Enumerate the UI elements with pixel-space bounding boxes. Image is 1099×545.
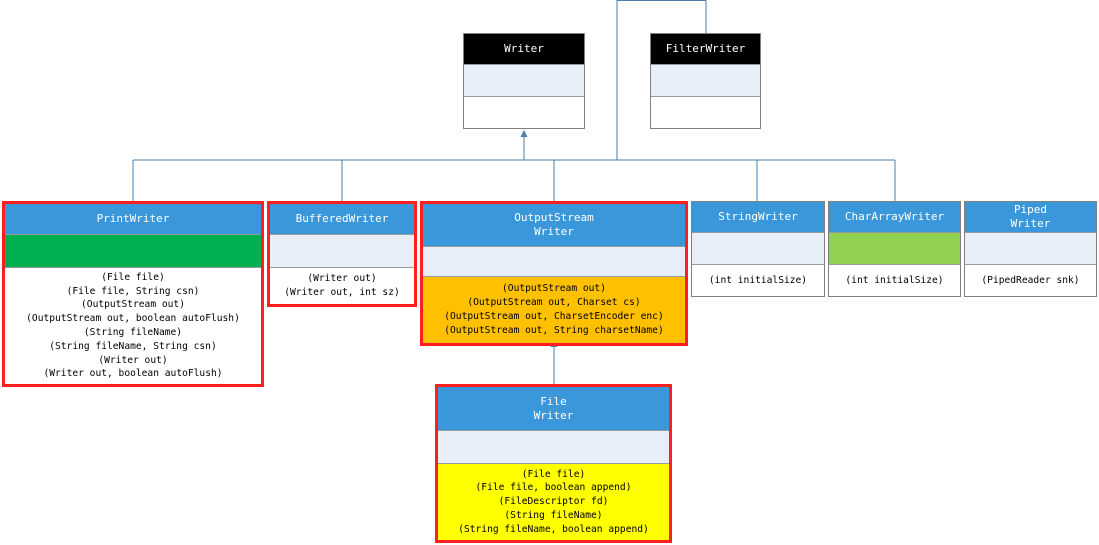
pipedwriter-class-name: Piped Writer bbox=[965, 202, 1096, 233]
constructor-signature: (String fileName) bbox=[504, 509, 603, 521]
constructor-signature: (PipedReader snk) bbox=[981, 274, 1080, 286]
constructor-signature: (OutputStream out, CharsetEncoder enc) bbox=[444, 311, 664, 322]
constructor-signature: (File file, boolean append) bbox=[475, 482, 632, 494]
outputstreamwriter-attributes bbox=[423, 247, 685, 277]
printwriter-class: PrintWriter (File file) (File file, Stri… bbox=[2, 201, 264, 387]
filterwriter-class: FilterWriter bbox=[650, 33, 761, 129]
constructor-signature: (String fileName, boolean append) bbox=[458, 523, 649, 535]
constructor-signature: (OutputStream out) bbox=[81, 299, 185, 311]
constructor-signature: (int initialSize) bbox=[708, 274, 808, 286]
constructor-signature: (String fileName, String csn) bbox=[49, 340, 217, 352]
chararraywriter-class-name: CharArrayWriter bbox=[829, 202, 960, 233]
writer-class: Writer bbox=[463, 33, 585, 129]
writer-attributes bbox=[464, 65, 584, 97]
constructor-signature: (Writer out) bbox=[98, 354, 168, 366]
stringwriter-class-name: StringWriter bbox=[692, 202, 824, 233]
constructor-signature: (File file) bbox=[101, 271, 165, 283]
writer-class-name: Writer bbox=[464, 34, 584, 65]
outputstreamwriter-class-name: OutputStream Writer bbox=[423, 204, 685, 247]
writer-inheritance-arrow bbox=[520, 130, 528, 137]
stringwriter-class: StringWriter (int initialSize) bbox=[691, 201, 825, 297]
constructor-signature: (File file) bbox=[521, 468, 586, 480]
bufferedwriter-class-name: BufferedWriter bbox=[270, 204, 414, 235]
constructor-signature: (OutputStream out) bbox=[502, 283, 606, 295]
printwriter-constructors: (File file) (File file, String csn) (Out… bbox=[5, 268, 261, 384]
filterwriter-constructors bbox=[651, 97, 760, 128]
constructor-signature: (File file, String csn) bbox=[66, 285, 200, 297]
filewriter-class: File Writer (File file) (File file, bool… bbox=[435, 384, 672, 543]
constructor-signature: (Writer out, boolean autoFlush) bbox=[43, 368, 223, 380]
constructor-signature: (FileDescriptor fd) bbox=[498, 496, 609, 508]
filterwriter-class-name: FilterWriter bbox=[651, 34, 760, 65]
filterwriter-attributes bbox=[651, 65, 760, 97]
filewriter-attributes bbox=[438, 431, 669, 464]
chararraywriter-constructors: (int initialSize) bbox=[829, 265, 960, 296]
bufferedwriter-constructors: (Writer out) (Writer out, int sz) bbox=[270, 268, 414, 304]
constructor-signature: (String fileName) bbox=[83, 327, 183, 338]
writer-constructors bbox=[464, 97, 584, 128]
stringwriter-attributes bbox=[692, 233, 824, 265]
constructor-signature: (OutputStream out, String charsetName) bbox=[444, 324, 664, 336]
constructor-signature: (OutputStream out, Charset cs) bbox=[467, 297, 641, 309]
filewriter-class-name: File Writer bbox=[438, 387, 669, 431]
printwriter-class-name: PrintWriter bbox=[5, 204, 261, 235]
pipedwriter-class: Piped Writer (PipedReader snk) bbox=[964, 201, 1097, 297]
constructor-signature: (Writer out, int sz) bbox=[284, 287, 400, 298]
bufferedwriter-attributes bbox=[270, 235, 414, 268]
pipedwriter-constructors: (PipedReader snk) bbox=[965, 265, 1096, 296]
outputstreamwriter-constructors: (OutputStream out) (OutputStream out, Ch… bbox=[423, 277, 685, 343]
printwriter-attributes bbox=[5, 235, 261, 268]
outputstreamwriter-class: OutputStream Writer (OutputStream out) (… bbox=[420, 201, 688, 346]
constructor-signature: (Writer out) bbox=[307, 273, 377, 285]
filewriter-constructors: (File file) (File file, boolean append) … bbox=[438, 464, 669, 540]
constructor-signature: (int initialSize) bbox=[845, 274, 944, 286]
chararraywriter-class: CharArrayWriter (int initialSize) bbox=[828, 201, 961, 297]
constructor-signature: (OutputStream out, boolean autoFlush) bbox=[26, 313, 240, 325]
stringwriter-constructors: (int initialSize) bbox=[692, 265, 824, 296]
bufferedwriter-class: BufferedWriter (Writer out) (Writer out,… bbox=[267, 201, 417, 307]
chararraywriter-attributes bbox=[829, 233, 960, 265]
pipedwriter-attributes bbox=[965, 233, 1096, 265]
